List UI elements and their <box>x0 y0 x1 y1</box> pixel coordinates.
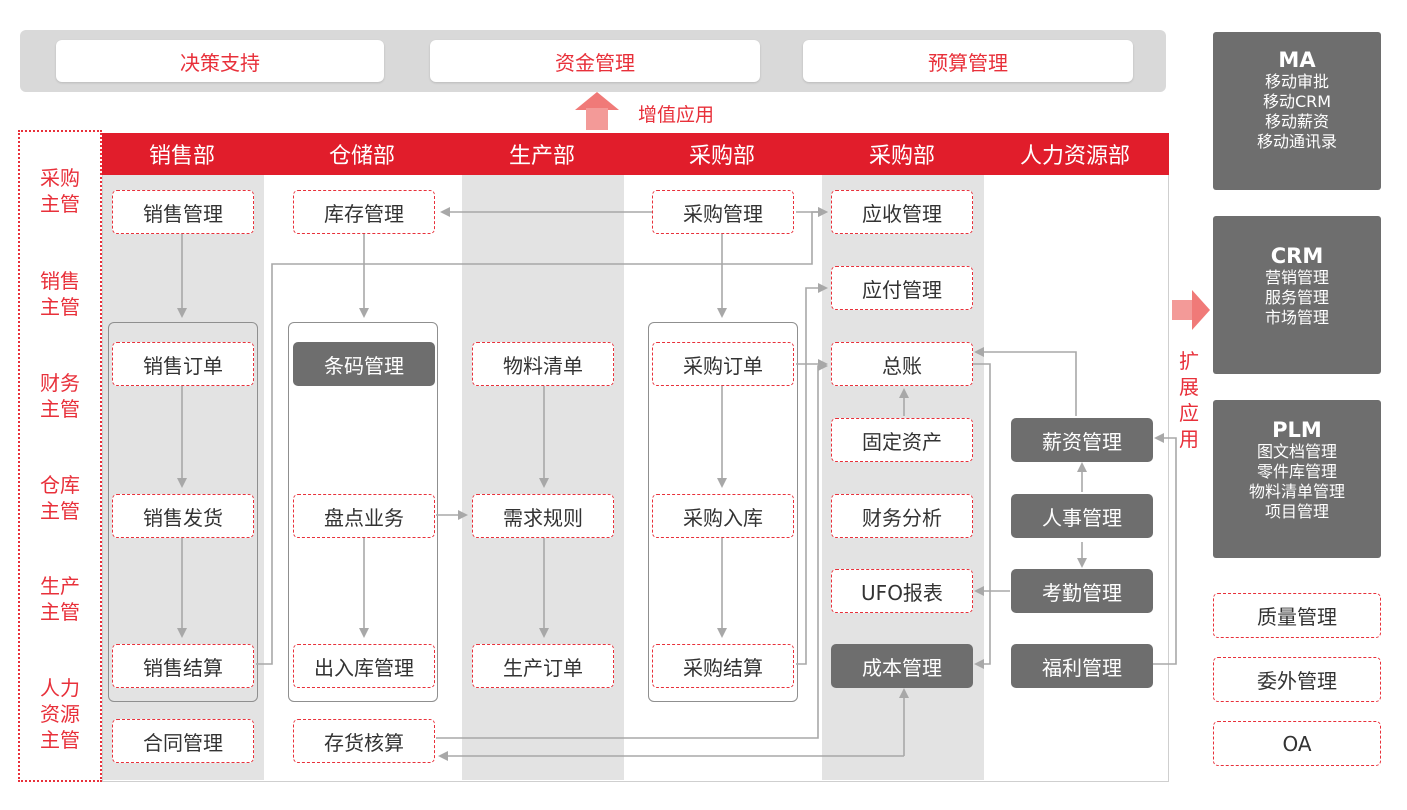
box-in-out-management[interactable]: 出入库管理 <box>293 644 435 688</box>
panel-item: 市场管理 <box>1264 308 1329 327</box>
box-sales-order[interactable]: 销售订单 <box>112 342 254 386</box>
box-purchase-settlement[interactable]: 采购结算 <box>652 644 794 688</box>
dept-hr: 人力资源部 <box>1019 144 1130 169</box>
panel-item: 图文档管理 <box>1256 442 1337 461</box>
box-inventory-management[interactable]: 库存管理 <box>293 190 435 234</box>
extension-label: 扩展 应用 <box>1179 349 1199 451</box>
panel-item: 项目管理 <box>1264 502 1329 521</box>
box-quality-management[interactable]: 质量管理 <box>1213 593 1381 638</box>
box-purchase-order[interactable]: 采购订单 <box>652 342 794 386</box>
box-payables[interactable]: 应付管理 <box>831 266 973 310</box>
role-sales-manager: 销售主管 <box>40 269 80 319</box>
panel-item: 移动薪资 <box>1264 112 1329 131</box>
up-arrow-stem <box>586 108 608 130</box>
panel-item: 服务管理 <box>1264 288 1329 307</box>
box-sales-settlement[interactable]: 销售结算 <box>112 644 254 688</box>
value-added-label: 增值应用 <box>638 104 715 126</box>
box-sales-delivery[interactable]: 销售发货 <box>112 494 254 538</box>
role-purchase-manager: 采购主管 <box>40 166 80 216</box>
dept-warehouse: 仓储部 <box>328 144 395 169</box>
box-cost-management[interactable]: 成本管理 <box>831 644 973 688</box>
roles-column <box>18 130 102 782</box>
box-stocktaking[interactable]: 盘点业务 <box>293 494 435 538</box>
decision-support-button[interactable]: 决策支持 <box>56 40 384 82</box>
box-payroll[interactable]: 薪资管理 <box>1011 418 1153 462</box>
department-header <box>102 133 1169 175</box>
diagram-frame <box>102 175 1169 782</box>
box-contract-management[interactable]: 合同管理 <box>112 719 254 763</box>
panel-crm-title: CRM <box>1270 244 1324 268</box>
role-production-manager: 生产主管 <box>40 574 80 624</box>
panel-plm[interactable]: PLM 图文档管理 零件库管理 物料清单管理 项目管理 <box>1213 400 1381 558</box>
purchase-group <box>648 322 798 702</box>
box-fixed-assets[interactable]: 固定资产 <box>831 418 973 462</box>
right-arrow-icon <box>1192 290 1210 330</box>
right-arrow-stem <box>1172 300 1194 320</box>
panel-plm-title: PLM <box>1272 418 1322 442</box>
dept-production: 生产部 <box>508 144 575 169</box>
budget-management-button[interactable]: 预算管理 <box>803 40 1133 82</box>
panel-crm[interactable]: CRM 营销管理 服务管理 市场管理 <box>1213 216 1381 374</box>
panel-ma[interactable]: MA 移动审批 移动CRM 移动薪资 移动通讯录 <box>1213 32 1381 190</box>
panel-item: 零件库管理 <box>1256 462 1337 481</box>
box-ufo-report[interactable]: UFO报表 <box>831 569 973 613</box>
sales-group <box>108 322 258 702</box>
box-receivables[interactable]: 应收管理 <box>831 190 973 234</box>
warehouse-group <box>288 322 438 702</box>
panel-item: 营销管理 <box>1264 268 1329 287</box>
panel-item: 物料清单管理 <box>1248 482 1345 501</box>
box-attendance[interactable]: 考勤管理 <box>1011 569 1153 613</box>
box-purchase-management[interactable]: 采购管理 <box>652 190 794 234</box>
box-sales-management[interactable]: 销售管理 <box>112 190 254 234</box>
role-warehouse-manager: 仓库主管 <box>40 473 80 523</box>
panel-item: 移动CRM <box>1262 92 1332 111</box>
panel-item: 移动审批 <box>1264 72 1329 91</box>
panel-item: 移动通讯录 <box>1256 132 1337 151</box>
box-purchase-receipt[interactable]: 采购入库 <box>652 494 794 538</box>
box-bom[interactable]: 物料清单 <box>472 342 614 386</box>
dept-sales: 销售部 <box>148 144 215 169</box>
box-demand-rules[interactable]: 需求规则 <box>472 494 614 538</box>
box-inventory-accounting[interactable]: 存货核算 <box>293 719 435 763</box>
dept-finance: 采购部 <box>868 144 935 169</box>
panel-ma-title: MA <box>1278 48 1316 72</box>
role-finance-manager: 财务主管 <box>40 371 80 421</box>
box-financial-analysis[interactable]: 财务分析 <box>831 494 973 538</box>
box-outsourcing-management[interactable]: 委外管理 <box>1213 657 1381 702</box>
box-welfare[interactable]: 福利管理 <box>1011 644 1153 688</box>
box-barcode-management[interactable]: 条码管理 <box>293 342 435 386</box>
fund-management-button[interactable]: 资金管理 <box>430 40 760 82</box>
box-general-ledger[interactable]: 总账 <box>831 342 973 386</box>
box-production-order[interactable]: 生产订单 <box>472 644 614 688</box>
role-hr-manager: 人力资源主管 <box>40 676 80 752</box>
dept-purchase: 采购部 <box>688 144 755 169</box>
up-arrow-icon <box>575 92 619 110</box>
box-personnel[interactable]: 人事管理 <box>1011 494 1153 538</box>
box-oa[interactable]: OA <box>1213 721 1381 766</box>
